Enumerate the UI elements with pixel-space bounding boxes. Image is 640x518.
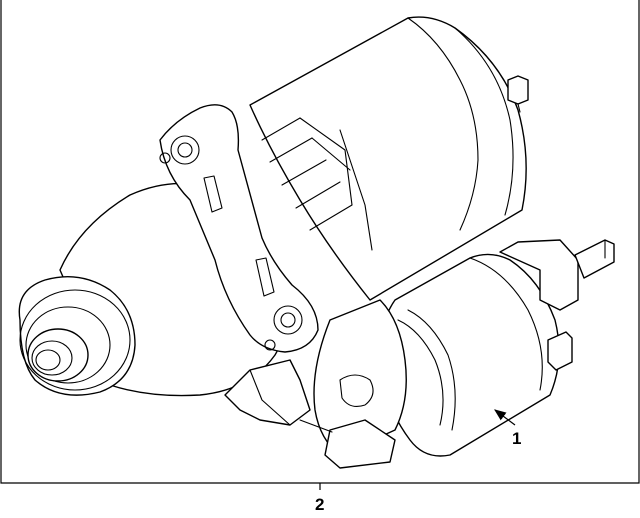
solenoid-small-terminal [547,331,573,371]
callout-2-label: 2 [315,495,324,514]
callout-1-arrow [494,409,516,426]
battery-terminal-stud [574,239,615,279]
lower-housing-foot [224,359,311,426]
solenoid-end-cap [469,257,543,391]
lever-housing [313,299,407,456]
mounting-flange [159,104,319,353]
callout-1: 1 [494,409,521,448]
starter-motor-illustration [18,16,615,469]
solenoid-terminal-block [499,239,579,311]
solenoid-body [379,253,560,457]
end-cap-terminal [507,75,529,105]
callout-1-label: 1 [512,429,521,448]
callout-2: 2 [315,483,324,514]
solenoid-mount-bracket [324,419,396,469]
housing-end-cap [407,17,479,231]
